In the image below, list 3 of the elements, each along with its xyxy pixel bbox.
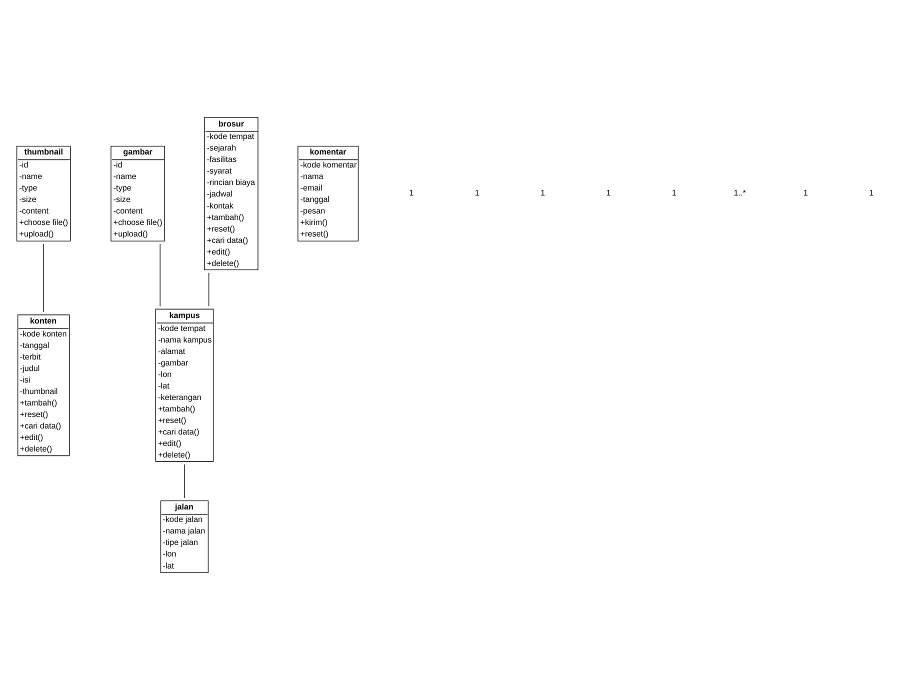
connector — [208, 272, 210, 306]
connector — [184, 463, 185, 498]
connector — [43, 243, 44, 312]
